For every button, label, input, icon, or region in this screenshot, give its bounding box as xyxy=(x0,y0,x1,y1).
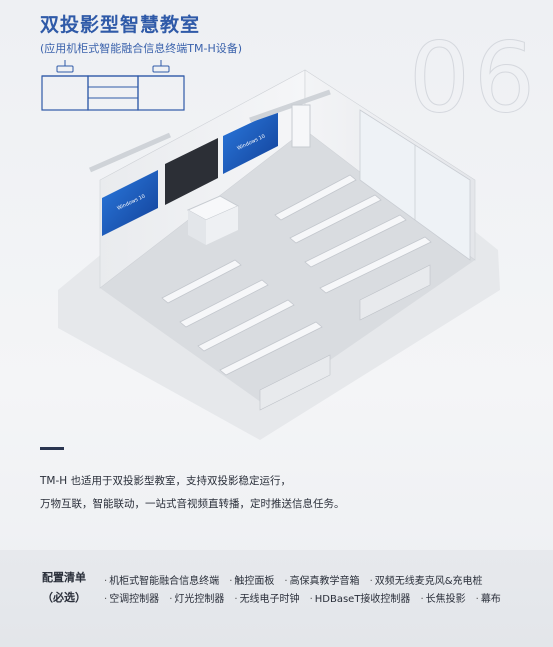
config-row: 空调控制器 灯光控制器 无线电子时钟 HDBaseT接收控制器 长焦投影 幕布 xyxy=(104,590,501,605)
right-display-screen: Windows 10 xyxy=(223,110,278,174)
projector-layout-diagram xyxy=(41,60,185,111)
config-item: 触控面板 xyxy=(229,572,274,587)
description: TM-H 也适用于双投影型教室，支持双投影稳定运行， 万物互联，智能联动，一站式… xyxy=(40,470,345,516)
description-line: 万物互联，智能联动，一站式音视频直转播，定时推送信息任务。 xyxy=(40,498,345,510)
left-display-screen: Windows 10 xyxy=(102,170,158,236)
config-row: 机柜式智能融合信息终端 触控面板 高保真教学音箱 双频无线麦克风&充电桩 xyxy=(104,572,483,587)
config-item: 无线电子时钟 xyxy=(234,590,300,605)
page-subtitle: (应用机柜式智能融合信息终端TM-H设备) xyxy=(40,42,243,55)
config-item: 双频无线麦克风&充电桩 xyxy=(370,572,483,587)
config-item: 幕布 xyxy=(476,590,501,605)
config-label: 配置清单 （必选） xyxy=(38,568,90,608)
config-label-line: 配置清单 xyxy=(42,571,86,584)
projector-icon xyxy=(152,60,170,73)
config-item: 高保真教学音箱 xyxy=(284,572,360,587)
config-item: 空调控制器 xyxy=(104,590,159,605)
config-label-line: （必选） xyxy=(42,591,86,604)
section-number: 06 xyxy=(408,22,539,135)
projector-icon xyxy=(56,60,74,73)
config-list-panel: 配置清单 （必选） 机柜式智能融合信息终端 触控面板 高保真教学音箱 双频无线麦… xyxy=(0,550,553,647)
section-divider xyxy=(40,447,64,450)
config-item: 灯光控制器 xyxy=(169,590,224,605)
config-item: 机柜式智能融合信息终端 xyxy=(104,572,219,587)
classroom-illustration: Windows 10 Windows 10 xyxy=(58,69,500,440)
config-item: HDBaseT接收控制器 xyxy=(310,590,411,605)
page-title: 双投影型智慧教室 xyxy=(40,14,201,36)
description-line: TM-H 也适用于双投影型教室，支持双投影稳定运行， xyxy=(40,475,291,487)
config-item: 长焦投影 xyxy=(420,590,466,605)
